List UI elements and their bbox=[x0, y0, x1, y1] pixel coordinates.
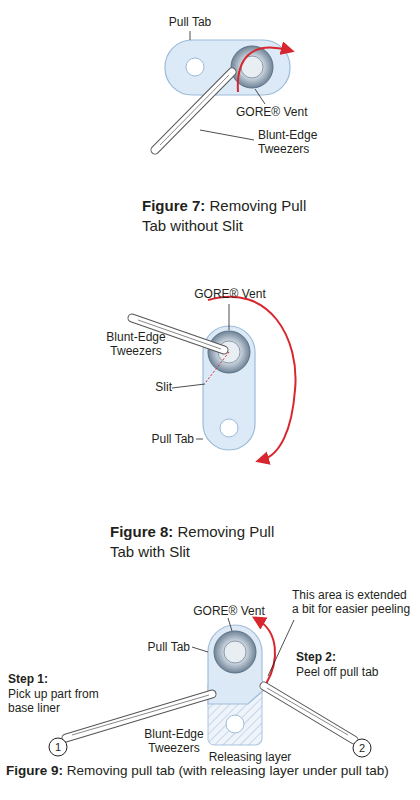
step-title: Step 2: bbox=[296, 650, 416, 664]
part-label: Pull Tab bbox=[130, 432, 194, 446]
part-label: Pull Tab bbox=[130, 640, 190, 654]
figure-number: Figure 9: bbox=[6, 763, 63, 778]
part-label: GORE® Vent bbox=[180, 287, 280, 301]
caption-text: Removing pull tab (with releasing layer … bbox=[67, 763, 389, 778]
part-label: Releasing layer bbox=[190, 750, 310, 764]
part-label: Blunt-Edge Tweezers bbox=[128, 727, 220, 756]
part-label: Blunt-Edge Tweezers bbox=[258, 128, 338, 157]
part-label: GORE® Vent bbox=[236, 105, 336, 119]
step-text: Pick up part from base liner bbox=[8, 687, 128, 716]
figure-number: Figure 7: bbox=[142, 197, 205, 214]
step-text: Peel off pull tab bbox=[296, 665, 416, 679]
callout-number: 1 bbox=[49, 738, 67, 756]
figure-caption: Figure 9: Removing pull tab (with releas… bbox=[6, 762, 414, 780]
part-label: Slit bbox=[146, 380, 172, 394]
step-title: Step 1: bbox=[8, 672, 128, 686]
figure-caption: Figure 8: Removing Pull Tab with Slit bbox=[110, 522, 300, 561]
figure-caption: Figure 7: Removing Pull Tab without Slit bbox=[142, 196, 322, 235]
note-label: This area is extended a bit for easier p… bbox=[292, 588, 412, 617]
part-label: GORE® Vent bbox=[164, 604, 294, 618]
part-label: Blunt-Edge Tweezers bbox=[100, 330, 172, 359]
part-label: Pull Tab bbox=[140, 15, 240, 29]
callout-number: 2 bbox=[353, 739, 371, 757]
figure-number: Figure 8: bbox=[110, 523, 173, 540]
